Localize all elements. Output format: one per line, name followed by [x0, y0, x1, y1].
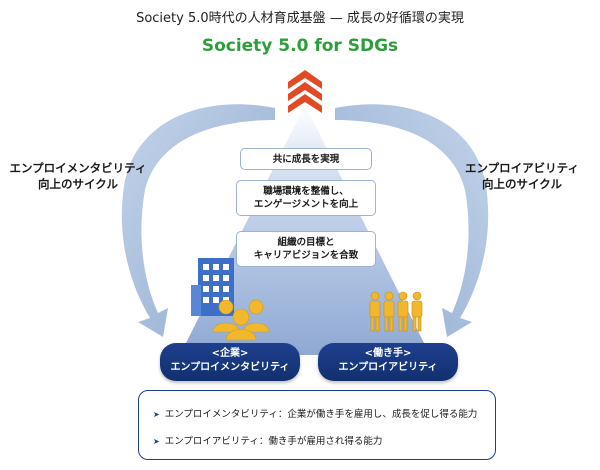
bullet-arrow-icon: ➤	[153, 437, 160, 446]
diagram-heading: Society 5.0 for SDGs	[201, 36, 399, 56]
definition-text: エンプロイメンタビリティ：企業が働き手を雇用し、成長を促し得る能力	[164, 409, 478, 420]
step-align-goals: 組織の目標と キャリアビジョンを合致	[236, 231, 376, 267]
left-cycle-label: エンプロイメンタビリティ 向上のサイクル	[8, 160, 148, 192]
growth-pyramid	[180, 105, 430, 355]
definition-text: エンプロイアビリティ：働き手が雇用され得る能力	[164, 436, 383, 447]
step-text: 共に成長を実現	[272, 154, 340, 165]
worker-employability-pill: <働き手> エンプロイアビリティ	[318, 343, 458, 381]
right-cycle-label: エンプロイアビリティ 向上のサイクル	[452, 160, 592, 192]
company-employmentability-pill: <企業> エンプロイメンタビリティ	[160, 343, 300, 381]
definitions-box: ➤ エンプロイメンタビリティ：企業が働き手を雇用し、成長を促し得る能力 ➤ エンプロ…	[138, 390, 496, 460]
people-group-icon	[212, 299, 270, 341]
right-cycle-text: エンプロイアビリティ 向上のサイクル	[465, 161, 579, 191]
left-cycle-text: エンプロイメンタビリティ 向上のサイクル	[9, 161, 147, 191]
workers-icon	[369, 291, 423, 332]
bullet-arrow-icon: ➤	[153, 410, 160, 419]
definition-item: ➤ エンプロイアビリティ：働き手が雇用され得る能力	[153, 433, 382, 447]
step-grow-together: 共に成長を実現	[240, 148, 372, 170]
step-workplace-engagement: 職場環境を整備し、 エンゲージメントを向上	[236, 180, 376, 216]
page-title: Society 5.0時代の人材育成基盤 — 成長の好循環の実現	[136, 11, 464, 26]
definition-item: ➤ エンプロイメンタビリティ：企業が働き手を雇用し、成長を促し得る能力	[153, 406, 477, 420]
chevron-up-icon	[288, 70, 322, 113]
